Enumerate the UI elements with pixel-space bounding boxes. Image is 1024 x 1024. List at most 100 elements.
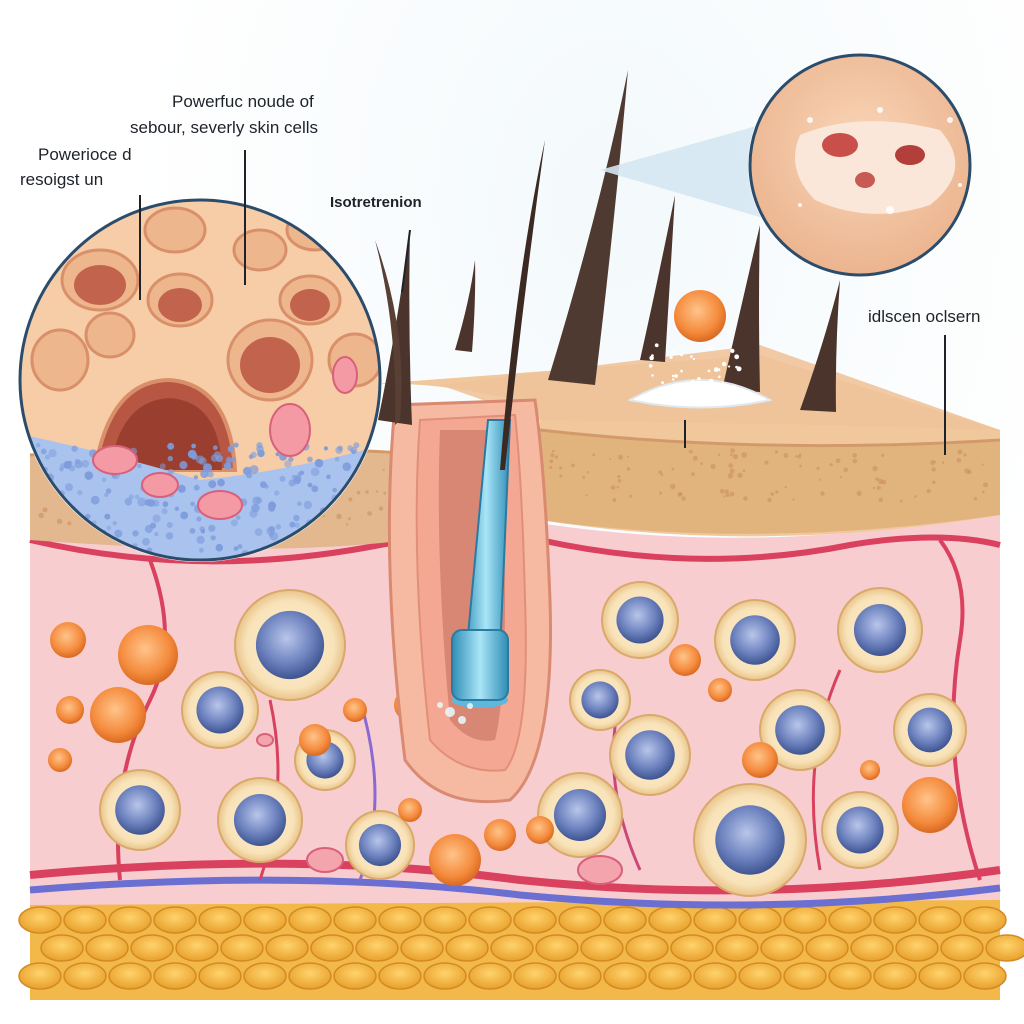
cell-granule (293, 476, 301, 485)
epidermis-speckle (792, 498, 795, 501)
epidermis-speckle (783, 453, 789, 458)
epidermis-speckle (872, 465, 878, 472)
fat-cell (603, 906, 647, 934)
epidermis-speckle (681, 496, 686, 501)
epidermis-speckle (878, 497, 884, 503)
epidermis-speckle (881, 453, 885, 457)
cell-granule (154, 532, 159, 537)
sebum-flake (713, 367, 719, 372)
cell-granule (233, 442, 239, 448)
cell-granule (208, 480, 217, 489)
epidermis-speckle (729, 491, 735, 497)
cell-granule (199, 547, 204, 553)
sebum-flake (721, 361, 727, 367)
sebum-flake (718, 375, 721, 379)
fat-cell (423, 962, 467, 990)
fat-cell (873, 962, 917, 990)
epidermis-speckle (852, 453, 857, 458)
cell-granule (114, 529, 123, 538)
epidermis-speckle (933, 460, 936, 464)
epidermis-speckle (571, 463, 575, 468)
cell-granule (196, 535, 205, 544)
cell-granule (84, 471, 94, 480)
cell-granule (203, 463, 212, 473)
bacterium (118, 625, 178, 685)
fat-cell (940, 934, 984, 962)
epidermis-speckle (375, 490, 379, 493)
fat-cell (18, 906, 62, 934)
fat-cell (648, 962, 692, 990)
fat-cell (85, 934, 129, 962)
sebum-flake (654, 343, 659, 348)
epidermis-speckle (659, 491, 663, 495)
left-callout-line1: Powerioce d (38, 145, 132, 164)
sebum-flake (648, 364, 653, 368)
epidermis-speckle (719, 488, 725, 494)
fat-cell (670, 934, 714, 962)
epidermis-speckle (941, 461, 945, 464)
epidermis-speckle (774, 450, 779, 454)
epidermis-speckle (365, 490, 369, 494)
cell-granule (334, 456, 340, 462)
epidermis-speckle (932, 480, 936, 485)
cell-granule (210, 454, 219, 462)
epidermis-speckle (981, 463, 984, 466)
cell-granule (165, 532, 174, 540)
fat-cell (963, 906, 1007, 934)
cell-granule (179, 461, 188, 470)
epidermis-speckle (586, 471, 590, 474)
fat-cell (805, 934, 849, 962)
epidermis-speckle (717, 453, 721, 457)
cell-granule (112, 521, 117, 526)
epidermis-speckle (819, 478, 822, 481)
cell-granule (303, 500, 312, 510)
epidermis-speckle (42, 507, 48, 513)
fat-cell (738, 906, 782, 934)
cell-granule (350, 446, 358, 455)
epidermis-speckle (723, 495, 726, 498)
fat-cell (783, 962, 827, 990)
cell-granule (353, 442, 360, 449)
sebum-flake (672, 378, 675, 381)
hair-follicle (387, 398, 552, 804)
epidermis-speckle (549, 465, 553, 469)
epidermis-speckle (770, 492, 774, 496)
cell-granule (294, 522, 300, 528)
inflamed-cell (306, 847, 344, 873)
cell-granule (189, 528, 196, 534)
cell-granule (310, 467, 320, 477)
fat-cell (355, 934, 399, 962)
fat-cell (468, 906, 512, 934)
fat-cell (738, 962, 782, 990)
epidermis-speckle (670, 483, 676, 490)
cell-granule (264, 484, 269, 489)
epidermis-speckle (956, 457, 962, 463)
cell-granule (332, 487, 338, 493)
fat-cell (715, 934, 759, 962)
cell-granule (167, 455, 173, 462)
cell-granule (174, 506, 179, 511)
fat-cell (873, 906, 917, 934)
epidermis-speckle (660, 473, 664, 476)
cell-granule (284, 460, 292, 468)
cell-granule (20, 464, 25, 469)
fat-cell (423, 906, 467, 934)
epidermis-speckle (383, 491, 387, 495)
cell-granule (227, 445, 235, 453)
cell-granule (20, 475, 25, 484)
left-callout-line2: resoigst un (20, 170, 104, 189)
epidermis-speckle (727, 473, 734, 479)
cell-granule (337, 445, 343, 451)
fat-cell (895, 934, 939, 962)
epidermis-speckle (957, 449, 963, 455)
cell-granule (250, 451, 257, 458)
cell-granule (311, 485, 319, 493)
epidermis-speckle (724, 489, 729, 494)
epidermis-speckle (559, 474, 563, 478)
cell-granule (323, 446, 328, 451)
cell-granule (137, 497, 147, 507)
top-callout-line1: Powerfuc noude of (172, 92, 314, 111)
epidermis-speckle (592, 453, 596, 457)
cell-granule (20, 497, 25, 504)
bacterium (398, 798, 422, 822)
